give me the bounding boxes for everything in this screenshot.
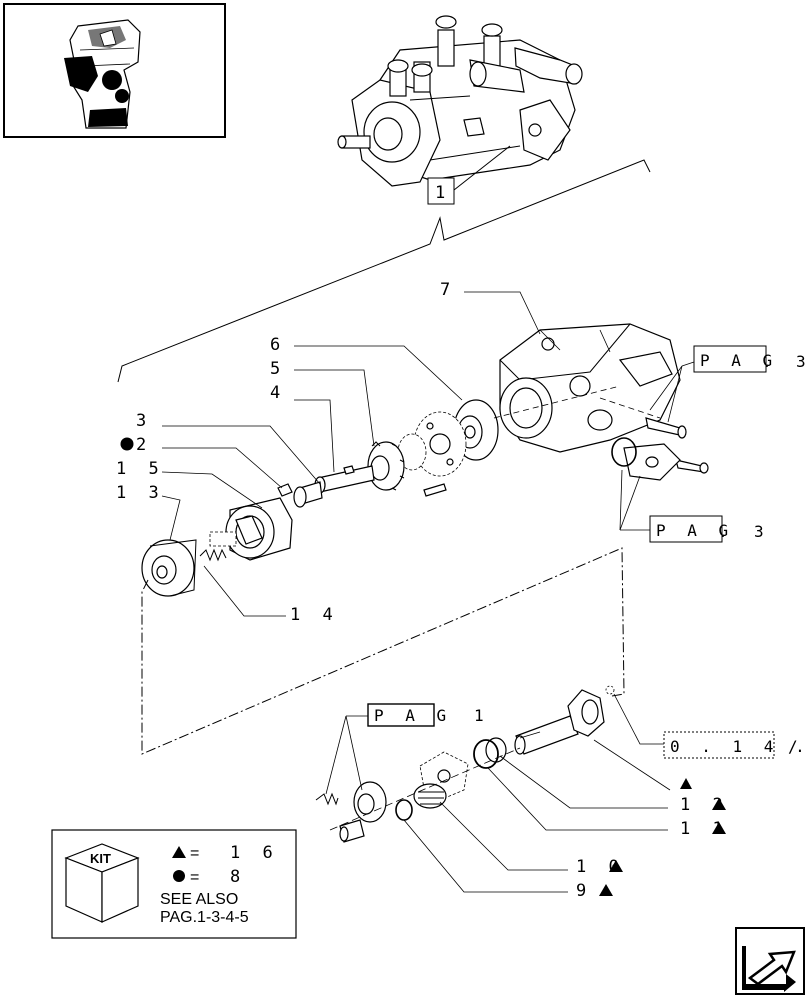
spring-lower <box>315 792 339 806</box>
gear-lower <box>353 781 387 823</box>
callout-5[interactable]: 5 <box>270 359 286 379</box>
triangle-callout-standalone[interactable] <box>680 778 692 789</box>
kit-circle-value: 8 <box>230 867 246 887</box>
pag-ref-top-num: 3 <box>796 352 812 371</box>
axis-lines <box>493 385 661 419</box>
engine-thumbnail-icon <box>64 19 141 129</box>
pag-ref-mid-label: P A G <box>656 521 734 540</box>
callout-15[interactable]: 1 5 <box>116 459 165 479</box>
next-page-arrow-icon <box>742 946 796 992</box>
pump-housing <box>499 323 681 453</box>
callout-13[interactable]: 1 3 <box>116 483 165 503</box>
pag-ref-low-num: 1 <box>474 706 490 725</box>
dashdot-link <box>141 547 625 755</box>
callout-11[interactable]: 1 1 <box>680 819 729 839</box>
part-2-key <box>277 483 293 497</box>
injection-pump-assembly <box>337 15 583 187</box>
pag-ref-low[interactable]: P A G 1 <box>325 703 490 795</box>
part-15-governor <box>225 497 293 561</box>
flange-plate <box>413 411 467 477</box>
triangle-marker-icon <box>609 860 623 872</box>
kit-cube-icon: KIT <box>64 843 140 923</box>
callout-1[interactable]: 1 <box>427 145 511 205</box>
callout-7[interactable]: 7 <box>440 280 456 300</box>
ref-code-label: 0 . 1 4 . 0 <box>670 737 812 756</box>
callout-2[interactable]: 2 <box>120 435 153 455</box>
kit-circle-eq: = <box>190 869 199 886</box>
callout-14[interactable]: 1 4 <box>290 605 339 625</box>
spring-10 <box>413 783 447 809</box>
kit-see-also-2: PAG.1-3-4-5 <box>160 909 249 926</box>
pag-ref-top[interactable]: P A G . 3 <box>649 345 812 423</box>
part-14-spring <box>199 531 237 562</box>
callout-12[interactable]: 1 2 <box>680 795 729 815</box>
shaft-end-lower <box>339 819 365 843</box>
ring-12 <box>485 737 507 763</box>
part-3-pin <box>343 465 355 475</box>
callout-10[interactable]: 1 0 <box>576 857 625 877</box>
pag-ref-mid[interactable]: P A G . 3 <box>619 469 770 543</box>
kit-legend: KIT = 1 6 = 8 SEE ALSO PAG.1-3-4-5 <box>51 829 297 939</box>
assembly-bracket <box>117 159 651 383</box>
triangle-marker-icon <box>712 822 726 834</box>
callout-10-label: 1 0 <box>576 857 625 877</box>
circle-marker-icon <box>120 437 134 451</box>
triangle-marker-icon <box>712 798 726 810</box>
triangle-marker-icon <box>172 846 186 858</box>
callout-1-label: 1 <box>435 183 451 203</box>
triangle-marker-icon <box>599 884 613 896</box>
ref-slash: / <box>788 737 804 756</box>
triangle-marker-icon <box>680 778 692 789</box>
svg-text:.: . <box>762 352 778 371</box>
kit-triangle-eq: = <box>190 845 199 862</box>
part-5-gear <box>367 441 405 491</box>
flange-screw <box>423 483 447 497</box>
part-4-shaft <box>293 465 375 508</box>
kit-label: KIT <box>90 851 111 866</box>
ref-0-14-0[interactable]: 0 . 1 4 . 0 / <box>613 693 812 759</box>
callout-4[interactable]: 4 <box>270 383 286 403</box>
housing-bolts <box>611 417 709 481</box>
lower-axis <box>329 747 521 831</box>
kit-triangle-value: 1 6 <box>230 843 279 863</box>
pag-ref-low-label: P A G <box>374 706 452 725</box>
circle-marker-icon <box>173 870 185 882</box>
callout-leaders-lower <box>403 739 671 893</box>
engine-thumbnail[interactable] <box>3 3 226 138</box>
callout-2-label: 2 <box>136 435 152 455</box>
pag-ref-top-label: P A G <box>700 351 778 370</box>
callout-9[interactable]: 9 <box>576 881 613 901</box>
svg-text:.: . <box>718 522 734 541</box>
callout-leaders-top <box>161 291 541 617</box>
callout-3[interactable]: 3 <box>136 411 152 431</box>
ring-11 <box>473 739 499 769</box>
callout-6[interactable]: 6 <box>270 335 286 355</box>
callout-9-label: 9 <box>576 881 592 901</box>
part-13-cap <box>141 539 197 597</box>
next-page-button[interactable] <box>735 927 805 995</box>
pag-ref-mid-num: 3 <box>754 522 770 541</box>
washer-9 <box>395 799 413 821</box>
kit-see-also-1: SEE ALSO <box>160 891 238 908</box>
